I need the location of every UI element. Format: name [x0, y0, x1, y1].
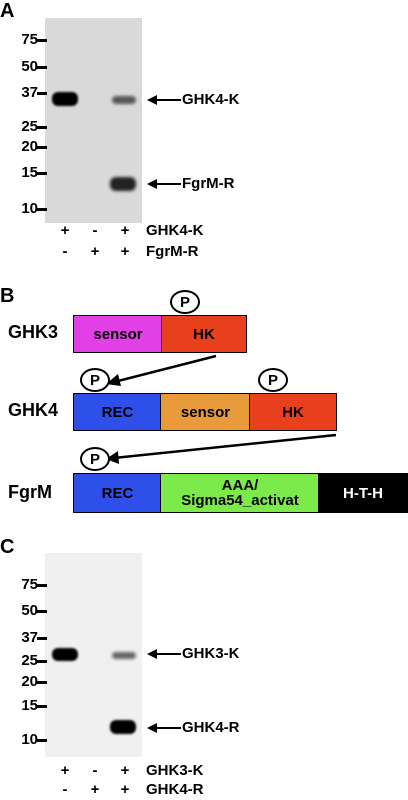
phospho-ghk3-icon: P: [170, 290, 200, 314]
sign-a-r1-l1: +: [60, 222, 70, 239]
tick-c-37: [37, 637, 47, 640]
ghk4-sensor-domain: sensor: [160, 393, 251, 431]
protein-name-ghk4: GHK4: [8, 400, 59, 420]
marker-a-15: 15: [21, 164, 38, 181]
ghk3-hk-domain: HK: [161, 315, 247, 353]
marker-a-50: 50: [21, 58, 38, 75]
tick-a-75: [37, 39, 47, 42]
band-label-ghk3-k: GHK3-K: [182, 645, 240, 662]
marker-a-10: 10: [21, 200, 38, 217]
gel-c-band-1: [52, 648, 78, 661]
tick-c-25: [37, 660, 47, 663]
marker-c-15: 15: [21, 697, 38, 714]
tick-c-10: [37, 739, 47, 742]
panel-b-letter: B: [0, 285, 15, 307]
sign-c-r2-l2: +: [90, 781, 100, 798]
band-label-fgrm-r: FgrM-R: [182, 175, 235, 192]
gel-a: [45, 18, 142, 223]
row-label-c-2: GHK4-R: [146, 781, 204, 798]
marker-c-20: 20: [21, 673, 38, 690]
band-label-ghk4-r: GHK4-R: [182, 719, 240, 736]
protein-name-ghk3: GHK3: [8, 322, 59, 342]
tick-c-75: [37, 584, 47, 587]
phospho-fgrm-rec-icon: P: [80, 447, 110, 471]
phospho-ghk4-hk-icon: P: [258, 368, 288, 392]
sign-a-r2-l1: -: [62, 243, 68, 260]
tick-a-50: [37, 66, 47, 69]
marker-c-75: 75: [21, 576, 38, 593]
fgrm-rec-domain: REC: [73, 473, 162, 513]
panel-c-letter: C: [0, 536, 15, 558]
gel-a-band-1: [52, 92, 78, 106]
sign-a-r2-l3: +: [120, 243, 130, 260]
phospho-ghk4-rec-icon: P: [80, 368, 110, 392]
arrow-a-2: [147, 179, 181, 189]
arrow-c-2: [147, 723, 181, 733]
tick-c-15: [37, 705, 47, 708]
marker-a-25: 25: [21, 118, 38, 135]
sign-c-r2-l1: -: [62, 781, 68, 798]
marker-a-20: 20: [21, 138, 38, 155]
fgrm-hth-domain: H-T-H: [318, 473, 408, 513]
tick-a-25: [37, 126, 47, 129]
marker-c-25: 25: [21, 652, 38, 669]
marker-c-50: 50: [21, 602, 38, 619]
sign-a-r2-l2: +: [90, 243, 100, 260]
row-label-c-1: GHK3-K: [146, 762, 204, 779]
marker-c-10: 10: [21, 731, 38, 748]
tick-c-20: [37, 681, 47, 684]
gel-c-band-3: [110, 720, 136, 734]
gel-a-band-3: [110, 177, 136, 191]
sign-a-r1-l2: -: [92, 222, 98, 239]
tick-c-50: [37, 610, 47, 613]
arrow-c-1: [147, 649, 181, 659]
sign-a-r1-l3: +: [120, 222, 130, 239]
fgrm-aaa-domain: AAA/ Sigma54_activat: [160, 473, 320, 513]
ghk3-sensor-domain: sensor: [73, 315, 163, 353]
sign-c-r1-l1: +: [60, 762, 70, 779]
arrow-ghk3-to-ghk4: [106, 354, 217, 386]
marker-a-37: 37: [21, 84, 38, 101]
marker-c-37: 37: [21, 629, 38, 646]
ghk4-rec-domain: REC: [73, 393, 162, 431]
ghk4-hk-domain: HK: [249, 393, 337, 431]
tick-a-15: [37, 172, 47, 175]
protein-name-fgrm: FgrM: [8, 482, 52, 502]
sign-c-r1-l3: +: [120, 762, 130, 779]
tick-a-20: [37, 146, 47, 149]
tick-a-10: [37, 208, 47, 211]
tick-a-37: [37, 92, 47, 95]
sign-c-r1-l2: -: [92, 762, 98, 779]
arrow-a-1: [147, 95, 181, 105]
arrow-ghk4-to-fgrm: [106, 433, 337, 464]
marker-a-75: 75: [21, 31, 38, 48]
panel-a-letter: A: [0, 0, 15, 22]
gel-a-band-2: [112, 96, 136, 104]
row-label-a-1: GHK4-K: [146, 222, 204, 239]
gel-c-band-2: [112, 652, 136, 659]
band-label-ghk4-k: GHK4-K: [182, 91, 240, 108]
row-label-a-2: FgrM-R: [146, 243, 199, 260]
sign-c-r2-l3: +: [120, 781, 130, 798]
